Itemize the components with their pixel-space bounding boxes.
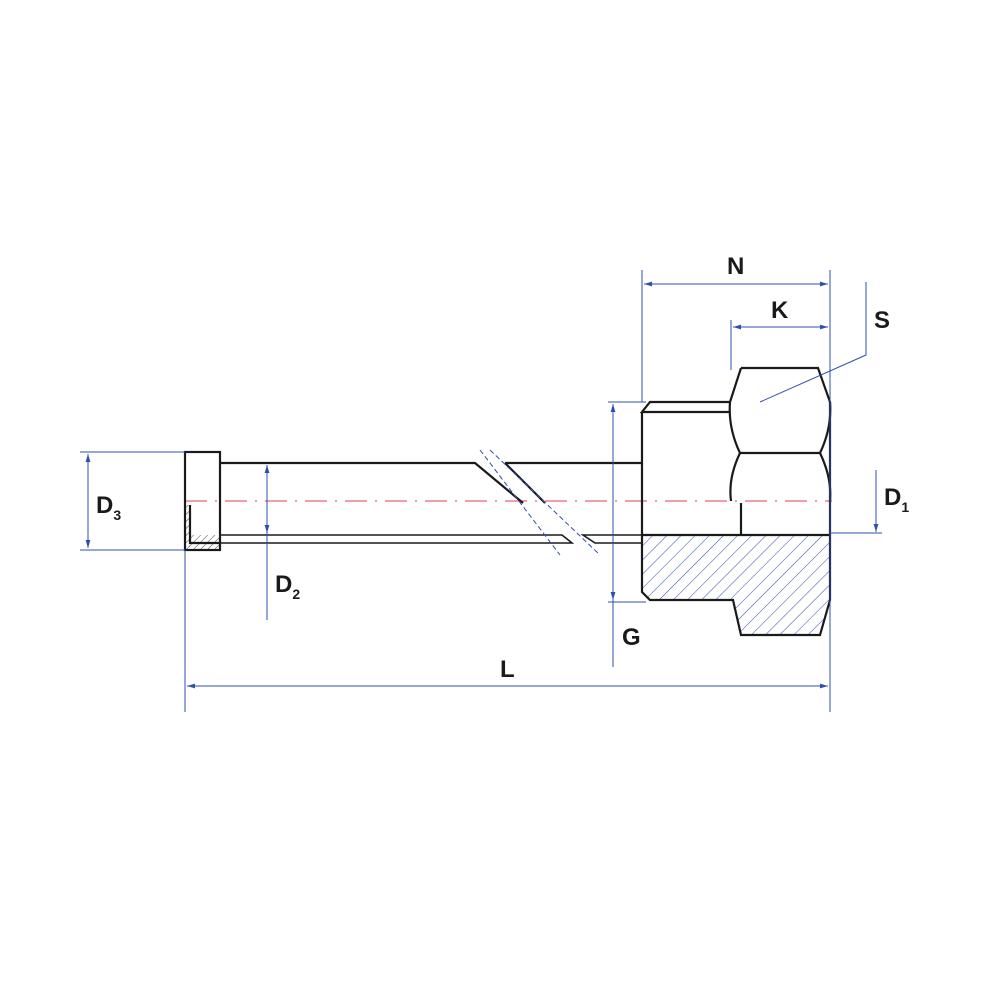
label-d1: D1: [884, 484, 909, 515]
label-g: G: [622, 624, 641, 651]
label-s: S: [874, 307, 890, 334]
dimensions: [80, 270, 882, 712]
label-d3: D3: [96, 492, 121, 523]
dim-s-leader: [759, 282, 867, 403]
break-line: [479, 449, 561, 556]
label-l: L: [500, 656, 515, 683]
break-line: [489, 449, 601, 556]
label-d2: D2: [275, 571, 300, 602]
tube: [219, 449, 643, 556]
end-cap: [183, 450, 222, 552]
label-n: N: [727, 253, 744, 280]
label-k: K: [771, 297, 789, 324]
